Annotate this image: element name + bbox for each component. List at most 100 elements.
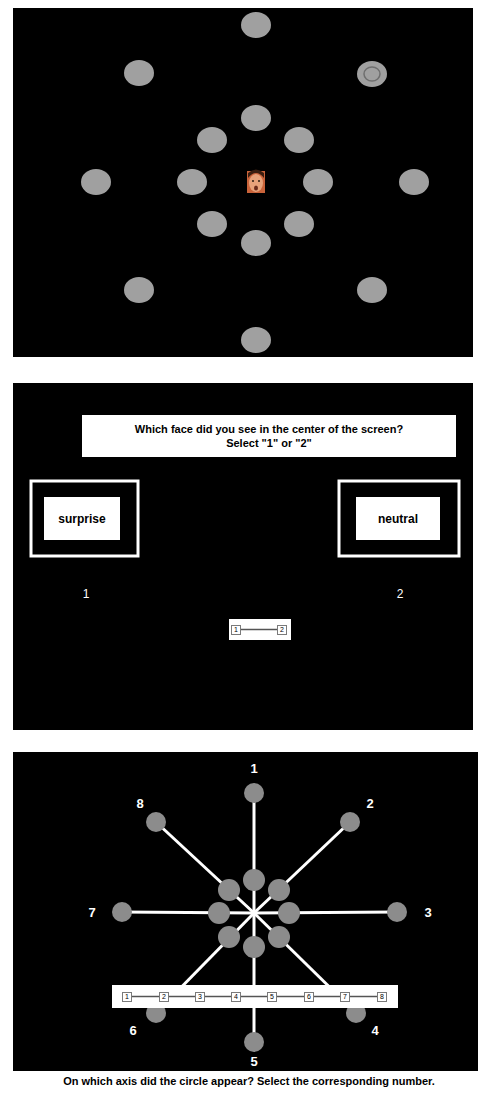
axis-number: 1 <box>250 761 257 776</box>
key-connector <box>132 996 159 998</box>
illustration-shape <box>252 180 254 182</box>
box-text: 7 <box>343 993 347 1001</box>
axis-question-panel <box>12 752 486 1091</box>
illustration-shape <box>248 170 264 179</box>
illustration-shape <box>81 169 111 195</box>
key-connector <box>241 629 277 631</box>
box-text: On which axis did the circle appear? Sel… <box>63 1075 435 1088</box>
illustration-shape <box>254 912 397 913</box>
illustration-shape <box>249 174 263 192</box>
illustration-shape <box>278 902 300 924</box>
illustration-shape <box>284 211 314 237</box>
illustration-shape <box>357 277 387 303</box>
key-box: 1 <box>122 992 132 1002</box>
answer-box: surprise <box>44 497 120 540</box>
face-stimulus <box>247 170 265 194</box>
axis-number: 4 <box>371 1023 378 1038</box>
illustration-shape <box>399 169 429 195</box>
face-question-panel <box>13 383 473 730</box>
box-text: 2 <box>162 993 166 1001</box>
illustration-shape <box>254 186 258 191</box>
key-box: 3 <box>195 992 205 1002</box>
box-text: surprise <box>58 512 105 526</box>
key-box: 6 <box>304 992 314 1002</box>
axis-number: 5 <box>250 1054 257 1069</box>
box-text: 5 <box>270 993 274 1001</box>
illustration-shape <box>244 1032 264 1052</box>
illustration-shape <box>303 169 333 195</box>
instruction-band: On which axis did the circle appear? Sel… <box>12 1071 486 1092</box>
illustration-shape <box>112 985 398 1008</box>
illustration-shape <box>284 127 314 153</box>
stimulus-panel <box>13 8 473 357</box>
box-text: 1 <box>234 626 238 634</box>
illustration-shape <box>241 327 271 353</box>
key-box: 7 <box>340 992 350 1002</box>
box-text: 3 <box>198 993 202 1001</box>
illustration-shape <box>31 481 138 556</box>
illustration-shape <box>268 926 290 948</box>
illustration-shape <box>156 822 254 913</box>
illustration-shape <box>146 812 166 832</box>
key-box: 4 <box>231 992 241 1002</box>
illustration-shape <box>268 879 290 901</box>
key-connector <box>169 996 195 998</box>
illustration-shape <box>112 902 132 922</box>
illustration-shape <box>253 913 256 1042</box>
illustration-shape <box>218 879 240 901</box>
illustration-shape <box>244 783 264 803</box>
key-box: 5 <box>267 992 277 1002</box>
box-text: 8 <box>380 993 384 1001</box>
illustration-shape <box>253 793 256 913</box>
illustration-shape <box>339 481 459 556</box>
answer-box: neutral <box>356 497 440 540</box>
illustration-shape <box>241 12 271 38</box>
key-box: 1 <box>231 625 241 635</box>
illustration-shape <box>247 906 261 920</box>
illustration-shape <box>229 619 291 640</box>
illustration-shape <box>254 822 350 913</box>
illustration-shape <box>244 903 264 923</box>
illustration-shape <box>124 60 154 86</box>
key-box: 2 <box>277 625 287 635</box>
illustration-shape <box>258 180 260 182</box>
illustration-shape <box>12 1071 486 1091</box>
box-text: 4 <box>234 993 238 1001</box>
box-text: Which face did you see in the center of … <box>119 422 419 450</box>
key-connector <box>277 996 304 998</box>
illustration-shape <box>243 869 265 891</box>
key-box: 8 <box>377 992 387 1002</box>
illustration-shape <box>241 105 271 131</box>
axis-number: 6 <box>129 1023 136 1038</box>
box-text: 2 <box>280 626 284 634</box>
box-text: neutral <box>378 512 418 526</box>
key-connector <box>241 996 267 998</box>
illustration-shape <box>364 67 380 81</box>
illustration-shape <box>13 752 478 1072</box>
axis-number: 3 <box>424 905 431 920</box>
question-box: Which face did you see in the center of … <box>82 415 456 457</box>
illustration-shape <box>124 277 154 303</box>
axis-number: 2 <box>366 796 373 811</box>
illustration-shape <box>247 906 261 920</box>
illustration-shape <box>340 812 360 832</box>
key-connector <box>205 996 231 998</box>
key-connector <box>350 996 377 998</box>
illustration-shape <box>81 12 429 353</box>
illustration-shape <box>197 127 227 153</box>
box-text: 1 <box>125 993 129 1001</box>
axis-number: 7 <box>88 905 95 920</box>
key-box: 2 <box>159 992 169 1002</box>
illustration-shape <box>243 936 265 958</box>
option-number: 1 <box>83 587 90 601</box>
axis-number: 8 <box>136 796 143 811</box>
illustration-shape <box>357 61 387 87</box>
illustration-shape <box>13 8 473 357</box>
key-connector <box>314 996 340 998</box>
illustration-shape <box>13 383 473 730</box>
illustration-shape <box>218 926 240 948</box>
illustration-shape <box>197 211 227 237</box>
